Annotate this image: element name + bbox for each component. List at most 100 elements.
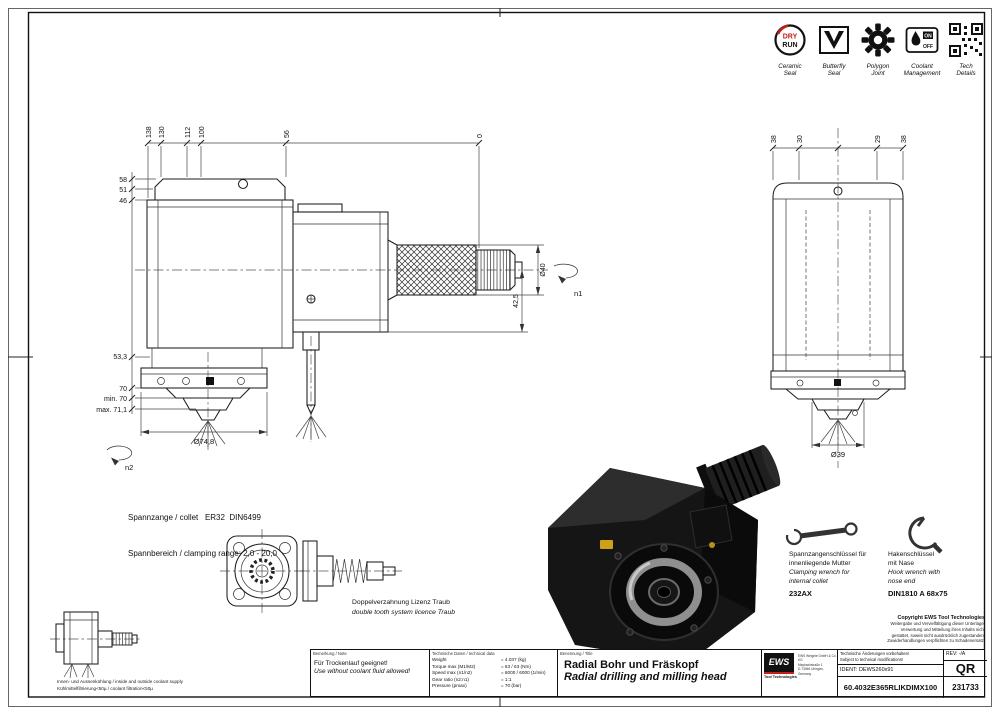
icon-label: Tech Details [956, 63, 976, 78]
coolant-spray-nozzle [295, 415, 327, 440]
dim-dia-74-8: Ø74,8 [194, 437, 214, 446]
drawing-title-cell: Benennung / Title Radial Bohr und Fräsko… [557, 650, 761, 696]
note-english: Use without coolant fluid allowed! [314, 668, 411, 675]
flange-detail [220, 529, 402, 613]
logo-subtitle: Tool Technologies [764, 675, 797, 679]
hook-wrench-icon [908, 516, 943, 554]
dry-run-icon: DRY RUN [774, 24, 806, 56]
title-block: Bemerkung / Note Für Trockenlauf geeigne… [310, 649, 987, 698]
dim-max-71-1: max. 71,1 [96, 407, 127, 414]
dim-38-left: 38 [771, 135, 778, 143]
flange-key [206, 377, 214, 385]
run-text: RUN [782, 42, 797, 49]
butterfly-seal-icon [819, 26, 849, 54]
qr-code-icon [949, 23, 983, 57]
revision: REV: -/A [943, 650, 987, 661]
feature-icon-strip: DRY RUN Ceramic Seal Butterfly Seal [769, 22, 987, 77]
side-view-dimensions: 38 30 29 38 Ø39 [769, 135, 908, 459]
qr-label: QR [943, 661, 987, 677]
feature-polygon-joint: Polygon Joint [857, 22, 899, 77]
clamping-wrench-icon [783, 522, 858, 546]
polygon-joint-icon [861, 23, 895, 57]
title-header: Benennung / Title [560, 651, 593, 656]
collet-nut [475, 249, 511, 291]
tech-row: Torque max (M1/M2)= 63 / 63 (Nm) [432, 663, 531, 669]
icon-label: Butterfly Seal [822, 63, 846, 78]
note-german: Für Trockenlauf geeignet! [314, 660, 388, 667]
ews-logo: EWS [764, 653, 794, 672]
part-number: 60.4032E365RLIKDIMX100 [843, 683, 938, 692]
hook-wrench-note: Hakenschlüssel mit Nase Hook wrench with… [888, 550, 993, 598]
coolant-spray-side [820, 419, 856, 445]
traub-licence-note: Doppelverzahnung Lizenz Traub double too… [352, 599, 456, 616]
drawing-title-german: Radial Bohr und Fräskopf [564, 659, 699, 671]
dim-51: 51 [119, 187, 127, 194]
label-n2: n2 [125, 463, 133, 472]
note-cell: Bemerkung / Note Für Trockenlauf geeigne… [311, 650, 429, 696]
droplet-icon [911, 31, 921, 46]
dim-56: 56 [284, 130, 291, 138]
dim-dia-40: Ø40 [540, 263, 547, 276]
dim-38-right: 38 [901, 135, 908, 143]
manufacturer-cell: EWS Tool Technologies EWS Weigele GmbH &… [761, 650, 837, 696]
feature-butterfly-seal: Butterfly Seal [813, 22, 855, 77]
feature-tech-details: Tech Details [945, 22, 987, 77]
sheet-frame [8, 8, 992, 707]
dim-138: 138 [146, 126, 153, 138]
main-view-dimensions: 138 130 112 100 56 0 58 51 46 53,3 70 mi… [96, 126, 582, 472]
technical-data-header: Technische Daten / technical data [432, 651, 495, 656]
copyright-note: Copyright EWS Tool Technologies Weiterga… [887, 615, 985, 644]
dim-30: 30 [797, 135, 804, 143]
dry-text: DRY [783, 34, 798, 41]
product-photo [548, 444, 781, 663]
tech-row: Weight= 4.037 (kg) [432, 657, 527, 662]
dim-dia-39: Ø39 [831, 450, 845, 459]
document-number: 231733 [943, 677, 987, 698]
tech-row: Pressure (pmax)= 70 (bar) [432, 683, 522, 689]
clamping-wrench-note: Spannzangenschlüssel für innenliegende M… [789, 550, 894, 598]
dim-46: 46 [119, 198, 127, 205]
dim-0: 0 [477, 134, 484, 138]
dim-53-3: 53,3 [113, 354, 127, 361]
icon-label: Coolant Management [903, 63, 941, 78]
feature-ceramic-seal: DRY RUN Ceramic Seal [769, 22, 811, 77]
dim-70: 70 [119, 386, 127, 393]
logo-accent [764, 672, 794, 674]
icon-label: Polygon Joint [866, 63, 890, 78]
ident-cell: Technische Änderungen vorbehalten! Subje… [837, 650, 987, 698]
feature-coolant-management: ON OFF Coolant Management [901, 22, 943, 77]
coolant-supply-note: Innen- und Aussenkühlung / inside and ou… [57, 679, 183, 691]
dim-min-70: min. 70 [104, 396, 127, 403]
photo-vdi-shank [696, 444, 781, 516]
side-view [770, 128, 906, 468]
side-flange-key [834, 379, 841, 386]
coolant-management-icon: ON OFF [905, 27, 939, 53]
drawing-title-english: Radial drilling and milling head [564, 671, 727, 683]
hook-wrench-code: DIN1810 A 68x75 [888, 589, 948, 598]
tech-row: Speed max (n1/n2)= 6000 / 6000 (1/min) [432, 670, 546, 676]
modification-note: Technische Änderungen vorbehalten! Subje… [838, 650, 943, 665]
collet-note: Spannzange / collet ER32 DIN6499 Spannbe… [128, 513, 277, 558]
main-view [135, 178, 548, 450]
clamping-wrench-code: 232AX [789, 589, 812, 598]
manufacturer-address: EWS Weigele GmbH & Co. KG Maybachstraße … [798, 654, 837, 676]
ident-number: IDENT: DEWS260x91 [838, 665, 943, 677]
icon-label: Ceramic Seal [778, 63, 802, 78]
technical-data-cell: Technische Daten / technical data Weight… [429, 650, 557, 696]
coolant-spray-main [190, 420, 226, 447]
coolant-mini-view [50, 611, 142, 679]
dim-58: 58 [119, 177, 127, 184]
dim-100: 100 [199, 126, 206, 138]
dim-29: 29 [875, 135, 882, 143]
dim-42-5: 42,5 [513, 294, 520, 308]
dim-112: 112 [185, 127, 192, 138]
tech-row: Gear ratio (n2:n1)= 1:1 [432, 676, 512, 682]
label-n1: n1 [574, 289, 582, 298]
gear-teeth [249, 558, 275, 584]
note-header: Bemerkung / Note [313, 651, 347, 656]
shank-serration [396, 244, 477, 296]
on-text: ON [924, 33, 932, 39]
off-text: OFF [923, 44, 933, 50]
